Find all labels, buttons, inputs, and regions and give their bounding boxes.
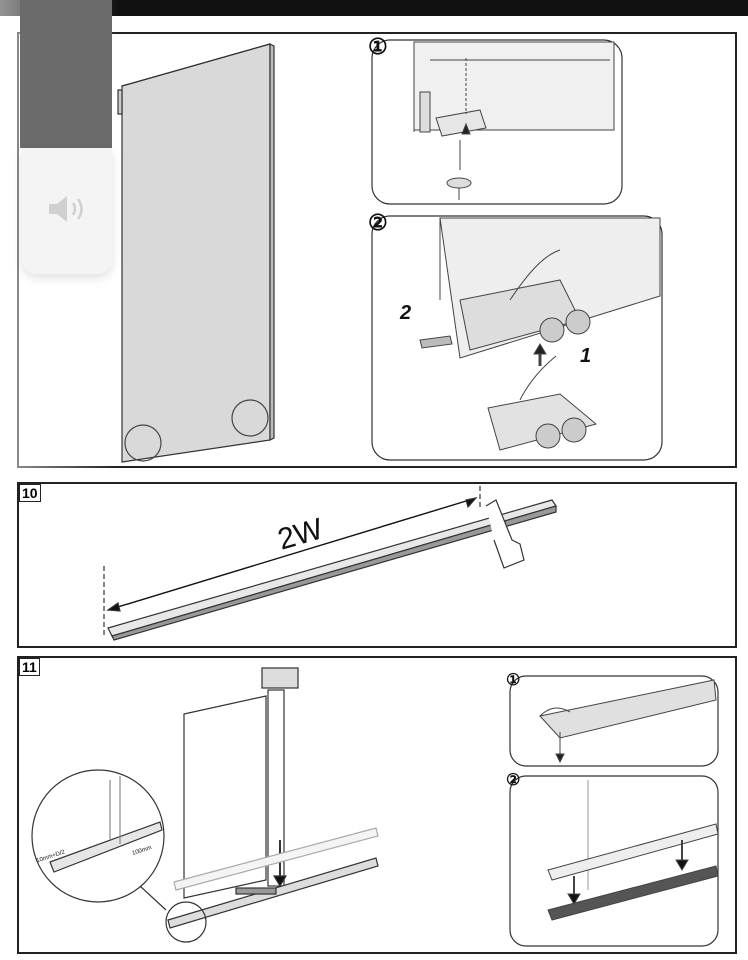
rail-illustration xyxy=(103,486,557,641)
inset-11-1-number: ① xyxy=(506,672,521,689)
inset-2-label-2: 2 xyxy=(400,302,412,324)
step-10-number: 10 xyxy=(19,484,41,502)
top-bar xyxy=(0,0,748,16)
inset-2-illustration xyxy=(419,217,661,451)
inset-11-2-number: ② xyxy=(506,772,521,789)
inset-2-label-1: 1 xyxy=(580,345,592,367)
overlay-dark-block xyxy=(20,0,112,148)
magnifier-illustration xyxy=(31,769,167,911)
inset-2-step-number: ② xyxy=(368,210,388,235)
inset-1-illustration xyxy=(413,41,615,200)
inset-1-step-number: ① xyxy=(368,34,388,59)
detail-circle-right xyxy=(231,399,269,437)
door-on-rail-illustration xyxy=(165,667,379,943)
inset-11-1-illustration xyxy=(539,679,717,764)
speaker-icon[interactable] xyxy=(45,194,89,229)
audio-control-card[interactable] xyxy=(22,148,112,274)
detail-circle-left xyxy=(124,424,162,462)
step-11-number: 11 xyxy=(19,658,40,676)
inset-11-2-illustration xyxy=(547,780,719,921)
door-illustration xyxy=(117,43,275,463)
